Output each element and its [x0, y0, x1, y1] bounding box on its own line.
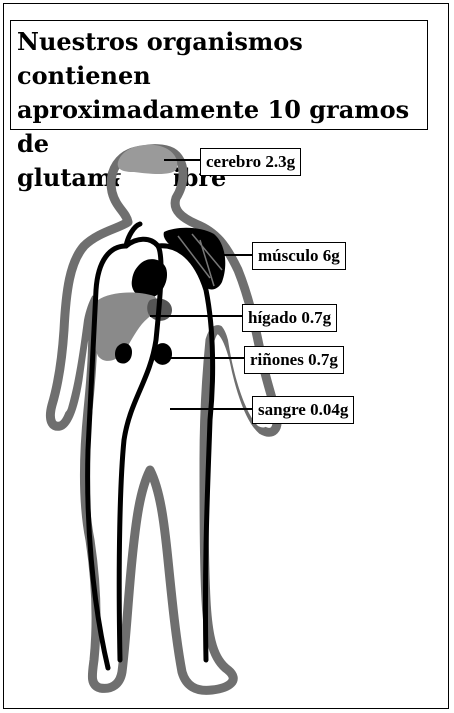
label-muscle: músculo 6g [252, 242, 346, 270]
label-liver: hígado 0.7g [242, 304, 337, 332]
label-kidneys: riñones 0.7g [244, 346, 344, 374]
label-brain: cerebro 2.3g [200, 148, 301, 176]
label-blood: sangre 0.04g [252, 396, 354, 424]
